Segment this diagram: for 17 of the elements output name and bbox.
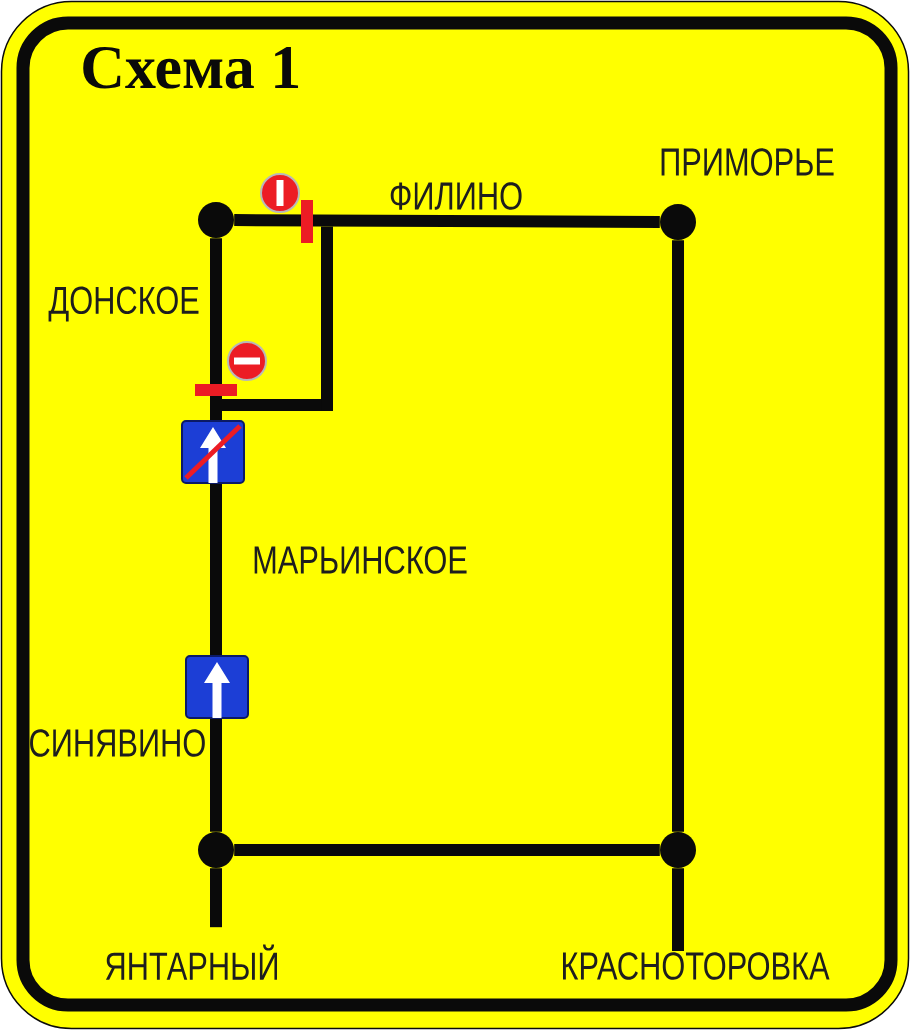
place-name: ПРИМОРЬЕ bbox=[661, 148, 834, 176]
title: Схема 1 bbox=[83, 46, 298, 89]
road bbox=[234, 844, 660, 856]
road bbox=[234, 214, 660, 228]
place-name: ДОНСКОЕ bbox=[48, 286, 199, 322]
place-name: ФИЛИНО bbox=[390, 182, 522, 210]
road bbox=[672, 240, 684, 832]
place-name: МАРЬИНСКОЕ bbox=[254, 546, 467, 574]
junction-dot bbox=[660, 204, 696, 240]
place-name: КРАСНОТОРОВКА bbox=[563, 952, 830, 980]
road bbox=[672, 868, 684, 951]
junction-dot bbox=[660, 832, 696, 868]
road bbox=[210, 868, 222, 928]
place-name: ЯНТАРНЫЙ bbox=[105, 944, 277, 980]
place-name: СИНЯВИНО bbox=[30, 729, 205, 757]
junction-dot bbox=[198, 832, 234, 868]
junction-dot bbox=[198, 202, 234, 238]
